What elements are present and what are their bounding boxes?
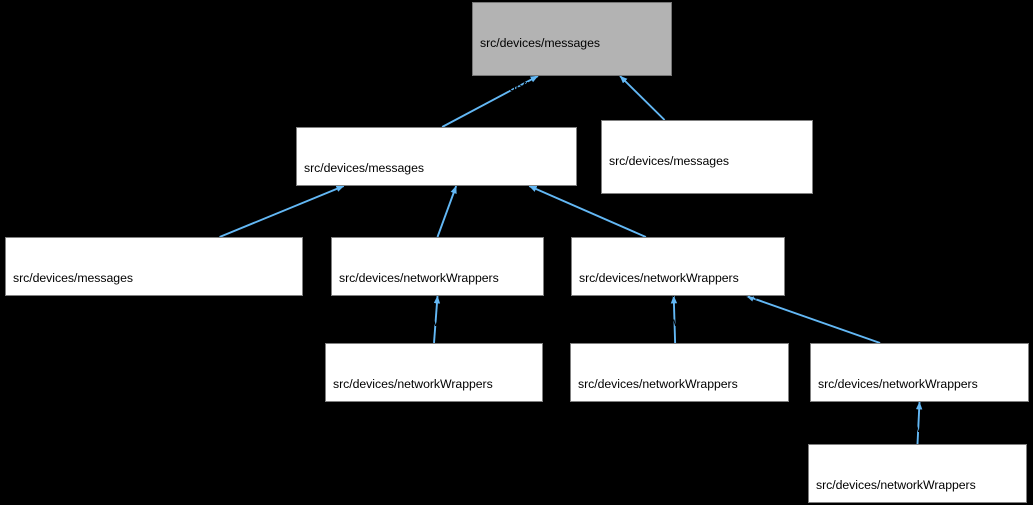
- node-line: src/devices/networkWrappers: [818, 377, 978, 392]
- node-get-horizontal-resolution-h[interactable]: src/devices/messages /IRangefinder2DMsgs…: [472, 2, 672, 182]
- node-rangefinder2d-nwc-yarp-cpp[interactable]: src/devices/networkWrappers /rangefinder…: [325, 343, 543, 479]
- node-line: /IRangefinder2DMsgs/idl: [13, 314, 147, 329]
- node-line: /Rangefinder2DServerImpl.cpp: [578, 464, 746, 479]
- node-line: src/devices/messages: [304, 161, 424, 176]
- node-line: src/devices/messages: [609, 154, 729, 169]
- node-line: src/devices/networkWrappers: [816, 478, 976, 493]
- node-rangefinder2dserverimpl-cpp[interactable]: src/devices/networkWrappers /rangefinder…: [570, 343, 789, 479]
- node-irangefinder2dmsgs-h[interactable]: src/devices/messages /IRangefinder2DMsgs…: [296, 127, 577, 263]
- node-rangefinder2dserverimpl-h[interactable]: src/devices/networkWrappers /rangefinder…: [571, 237, 785, 373]
- node-rangefinder2d-nws-yarp-h[interactable]: src/devices/networkWrappers /rangefinder…: [810, 343, 1029, 479]
- node-line: /IRangefinder2DMsgs/idl: [480, 79, 614, 94]
- node-line: /rangefinder2D_nwc_yarp: [333, 420, 473, 435]
- node-line: src/devices/networkWrappers: [579, 271, 739, 286]
- node-line: src/devices/networkWrappers: [578, 377, 738, 392]
- node-line: _generated_code/IRangefinder2DMsgs.cpp: [13, 358, 249, 373]
- node-line: src/devices/messages: [13, 271, 133, 286]
- node-line: /Rangefinder2D_nwc_yarp.cpp: [333, 464, 501, 479]
- node-rangefinder2d-nws-yarp-cpp[interactable]: src/devices/networkWrappers /rangefinder…: [808, 444, 1027, 503]
- node-line: /rangefinder2D_nws_yarp: [579, 314, 719, 329]
- node-line: src/devices/networkWrappers: [339, 271, 499, 286]
- node-get-horizontal-resolution-cpp[interactable]: src/devices/messages /IRangefinder2DMsgs…: [601, 120, 813, 300]
- node-irangefinder2dmsgs-cpp[interactable]: src/devices/messages /IRangefinder2DMsgs…: [5, 237, 303, 373]
- node-line: /IRangefinder2DMsgs/idl: [304, 204, 438, 219]
- node-line: src/devices/messages: [480, 36, 600, 51]
- node-rangefinder2d-nwc-yarp-h[interactable]: src/devices/networkWrappers /rangefinder…: [331, 237, 544, 373]
- node-line: /rangefinder2D_nwc_yarp: [339, 314, 479, 329]
- node-line: src/devices/networkWrappers: [333, 377, 493, 392]
- node-line: /rangefinder2D_nws_yarp: [818, 420, 958, 435]
- node-line: /rangefinder2D_nws_yarp: [578, 420, 718, 435]
- node-line: /IRangefinder2DMsgs/idl: [609, 197, 743, 212]
